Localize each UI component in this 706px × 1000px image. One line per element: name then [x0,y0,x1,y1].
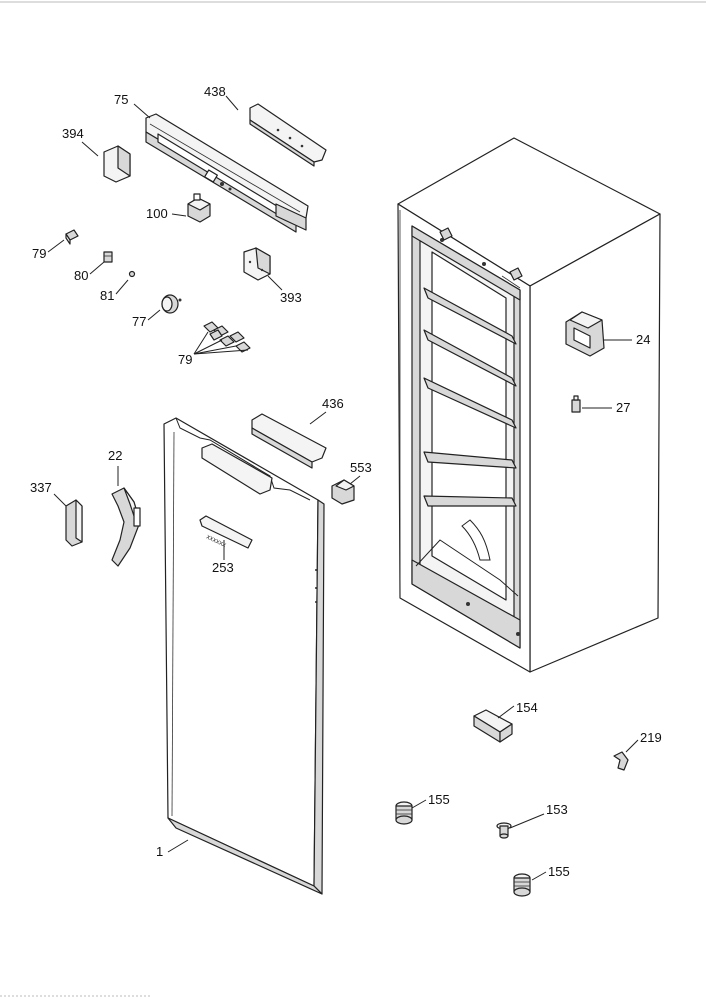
part-100-switch [187,193,211,223]
part-155-foot-lower [513,873,531,897]
callout-75: 75 [114,92,128,107]
callout-337: 337 [30,480,52,495]
callout-81: 81 [100,288,114,303]
callout-27: 27 [616,400,630,415]
callout-436: 436 [322,396,344,411]
part-394-cover-plate [103,145,131,183]
part-80-connector [103,251,113,263]
leader-lines [47,95,639,881]
callout-100: 100 [146,206,168,221]
part-393-bracket-plate [243,247,271,281]
callout-79-bottom: 79 [178,352,192,367]
callout-155-upper: 155 [428,792,450,807]
part-154-bottom-hinge [473,709,513,743]
callout-153: 153 [546,802,568,817]
part-1-door [163,417,325,895]
part-75-control-panel [145,113,309,233]
callout-219: 219 [640,730,662,745]
callout-154: 154 [516,700,538,715]
callout-553: 553 [350,460,372,475]
part-77-knob [161,294,182,314]
part-81-screw [128,270,136,278]
cabinet-body [397,137,661,673]
part-79-clip-group [203,321,251,353]
callout-438: 438 [204,84,226,99]
callout-253: 253 [212,560,234,575]
part-22-door-handle [111,487,141,567]
part-436-door-trim [251,413,327,469]
callout-22: 22 [108,448,122,463]
callout-1: 1 [156,844,163,859]
callout-labels: 75 438 394 100 79 80 81 393 77 79 436 22… [30,84,662,879]
callout-77: 77 [132,314,146,329]
callout-79-top: 79 [32,246,46,261]
callout-155-lower: 155 [548,864,570,879]
part-219-clip [613,751,629,771]
part-337-handle-cap [65,499,83,547]
part-153-foot-screw [496,822,512,839]
part-24-top-hinge [565,311,605,357]
callout-80: 80 [74,268,88,283]
callout-24: 24 [636,332,650,347]
part-79-clip-top [65,229,79,245]
callout-394: 394 [62,126,84,141]
callout-393: 393 [280,290,302,305]
part-553-bracket [331,479,355,505]
part-27-hinge-pin [571,395,581,413]
part-155-foot-upper [395,801,413,825]
part-438-trim-strip [249,103,327,167]
